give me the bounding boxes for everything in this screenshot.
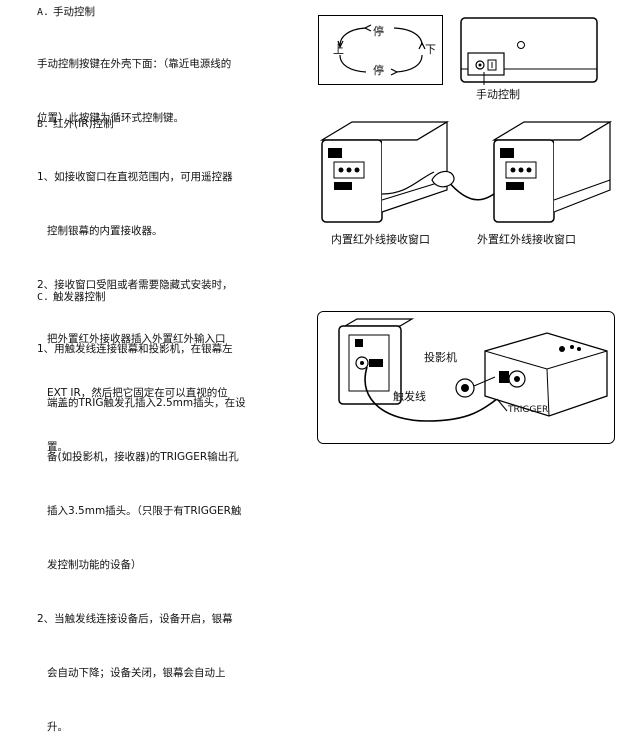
section-c-title: 触发器控制 bbox=[53, 291, 106, 303]
section-b-line: 控制银幕的内置接收器。 bbox=[37, 225, 163, 237]
manual-control-caption: 手动控制 bbox=[476, 88, 520, 101]
section-c-line: 插入3.5mm插头。（只限于有TRIGGER触 bbox=[37, 505, 242, 517]
section-a-line: 位置）此按键为循环式控制键。 bbox=[37, 112, 184, 124]
section-b-line: 置。 bbox=[37, 441, 69, 453]
section-c-line: 发控制功能的设备） bbox=[37, 559, 142, 571]
section-b-title: 红外(IR)控制 bbox=[53, 118, 114, 130]
section-a-heading: A.手动控制 bbox=[37, 5, 95, 20]
section-b-line: 1、如接收窗口在直视范围内，可用遥控器 bbox=[37, 171, 233, 183]
cycle-label-right: 下 bbox=[425, 43, 436, 56]
section-c-line: 会自动下降；设备关闭，银幕会自动上 bbox=[37, 667, 226, 679]
section-c-line: 端盖的TRIG触发孔插入2.5mm插头，在设 bbox=[37, 397, 246, 409]
projector-label: 投影机 bbox=[424, 351, 457, 364]
section-b-line: 把外置红外接收器插入外置红外输入口 bbox=[37, 333, 226, 345]
trigger-connection-illustration bbox=[317, 311, 615, 444]
housing-manual-button-illustration bbox=[460, 17, 598, 85]
trigger-cable-label: 触发线 bbox=[393, 390, 426, 403]
section-c-line: 2、当触发线连接设备后，设备开启，银幕 bbox=[37, 613, 233, 625]
section-c-line: 1、用触发线连接银幕和投影机，在银幕左 bbox=[37, 343, 233, 355]
section-a-line: 手动控制按键在外壳下面：（靠近电源线的 bbox=[37, 58, 232, 70]
section-c-line: 升。 bbox=[37, 721, 69, 733]
section-c-heading: C.触发器控制 bbox=[37, 290, 106, 305]
section-b-line: 2、接收窗口受阻或者需要隐藏式安装时， bbox=[37, 279, 233, 291]
trigger-port-label: TRIGGER bbox=[508, 405, 549, 415]
cycle-label-top: 停 bbox=[373, 25, 384, 38]
section-c-letter: C. bbox=[37, 292, 50, 303]
section-c-text: 1、用触发线连接银幕和投影机，在银幕左 端盖的TRIG触发孔插入2.5mm插头，… bbox=[37, 304, 246, 754]
section-a-letter: A. bbox=[37, 7, 50, 18]
external-ir-caption: 外置红外线接收窗口 bbox=[477, 233, 576, 246]
section-b-text: 1、如接收窗口在直视范围内，可用遥控器 控制银幕的内置接收器。 2、接收窗口受阻… bbox=[37, 132, 233, 474]
cycle-label-left: 上 bbox=[333, 43, 344, 56]
cycle-label-bottom: 停 bbox=[373, 64, 384, 77]
section-b-heading: B.红外(IR)控制 bbox=[37, 117, 114, 132]
ir-receivers-illustration bbox=[319, 120, 613, 223]
internal-ir-caption: 内置红外线接收窗口 bbox=[331, 233, 430, 246]
section-a-text: 手动控制按键在外壳下面：（靠近电源线的 位置）此按键为循环式控制键。 bbox=[37, 19, 231, 145]
section-a-title: 手动控制 bbox=[53, 6, 96, 18]
section-b-line: EXT IR，然后把它固定在可以直视的位 bbox=[37, 387, 228, 399]
section-b-letter: B. bbox=[37, 119, 50, 130]
manual-cycle-diagram bbox=[318, 15, 443, 85]
